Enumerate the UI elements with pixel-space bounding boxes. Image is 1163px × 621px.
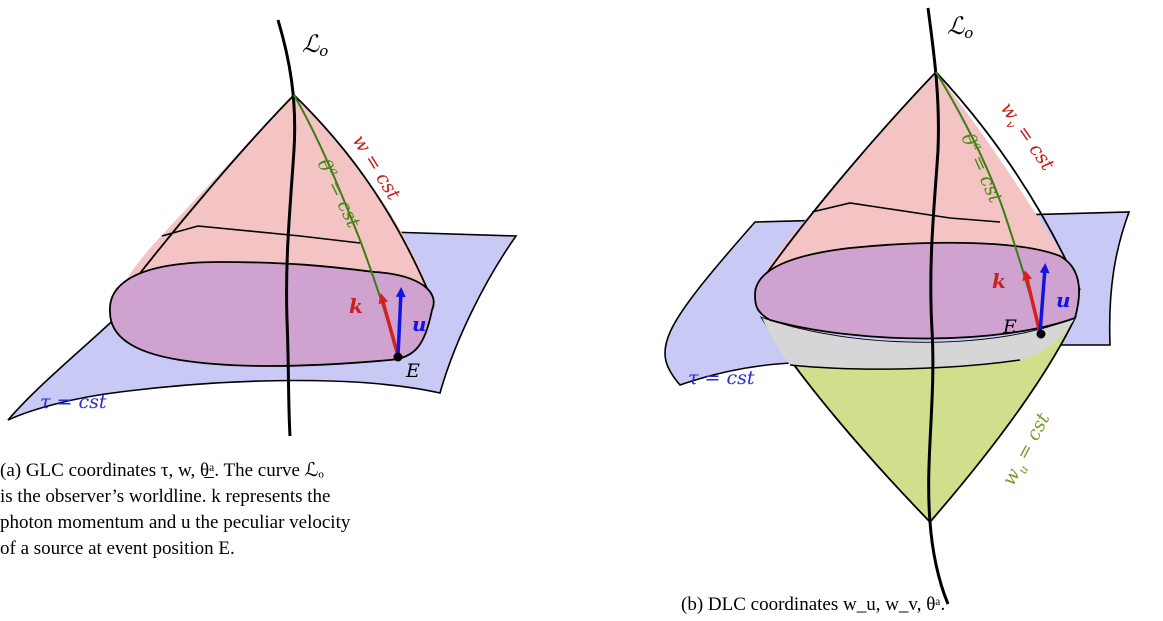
k-arrow-b [1022,270,1042,334]
caption-b: (b) DLC coordinates w_u, w_v, θᵃ. [681,592,1061,618]
caption-a-line: (a) GLC coordinates τ, w, θ̲ᵃ. The curve… [0,460,324,481]
worldline-label-a: ℒo [302,30,328,60]
overlap-region-b [754,241,1080,340]
caption-a-line: is the observer’s worldline. k represent… [0,486,331,507]
caption-a: (a) GLC coordinates τ, w, θ̲ᵃ. The curve… [0,458,395,562]
tau-cst-label-b: τ = cst [688,367,755,389]
panel-a-diagram: ℒo w = cst θa= cst τ = cst k u E [7,19,518,437]
tau-cst-label-a: τ = cst [40,391,107,413]
cone-upper-edge-left-b [754,71,937,291]
worldline-b [926,7,950,605]
cone-upper-edge-right-b [935,71,1081,291]
gray-band-b [762,318,1075,370]
cone-edge-right-a [293,94,433,301]
worldline-label-b: ℒo [947,12,973,42]
event-point-a [393,352,403,362]
u-arrow-b [1038,263,1050,334]
caption-b-line: (b) DLC coordinates w_u, w_v, θᵃ. [681,594,946,615]
worldline-a [276,19,297,437]
u-label-a: u [412,312,427,336]
band-lower-edge-b [789,359,1021,370]
plane-front-edge-b [811,202,1001,223]
event-label-b: E [1002,316,1017,338]
k-label-b: k [992,269,1006,293]
light-cone-a [110,95,430,312]
k-label-a: k [349,294,363,318]
k-arrow-a [378,293,400,357]
panel-b-diagram: ℒo wv= cst θa= cst τ = cst wu= cst k u E [664,7,1131,605]
u-arrow-a [395,287,406,357]
event-point-b [1036,329,1046,339]
plane-front-edge-a [161,225,361,244]
overlap-region-a [109,261,435,367]
light-cone-upper-b [755,72,1075,290]
u-label-b: u [1056,288,1071,312]
caption-a-line: photon momentum and u the peculiar veloc… [0,512,351,533]
event-label-a: E [405,360,420,382]
caption-a-line: of a source at event position E. [0,538,235,559]
